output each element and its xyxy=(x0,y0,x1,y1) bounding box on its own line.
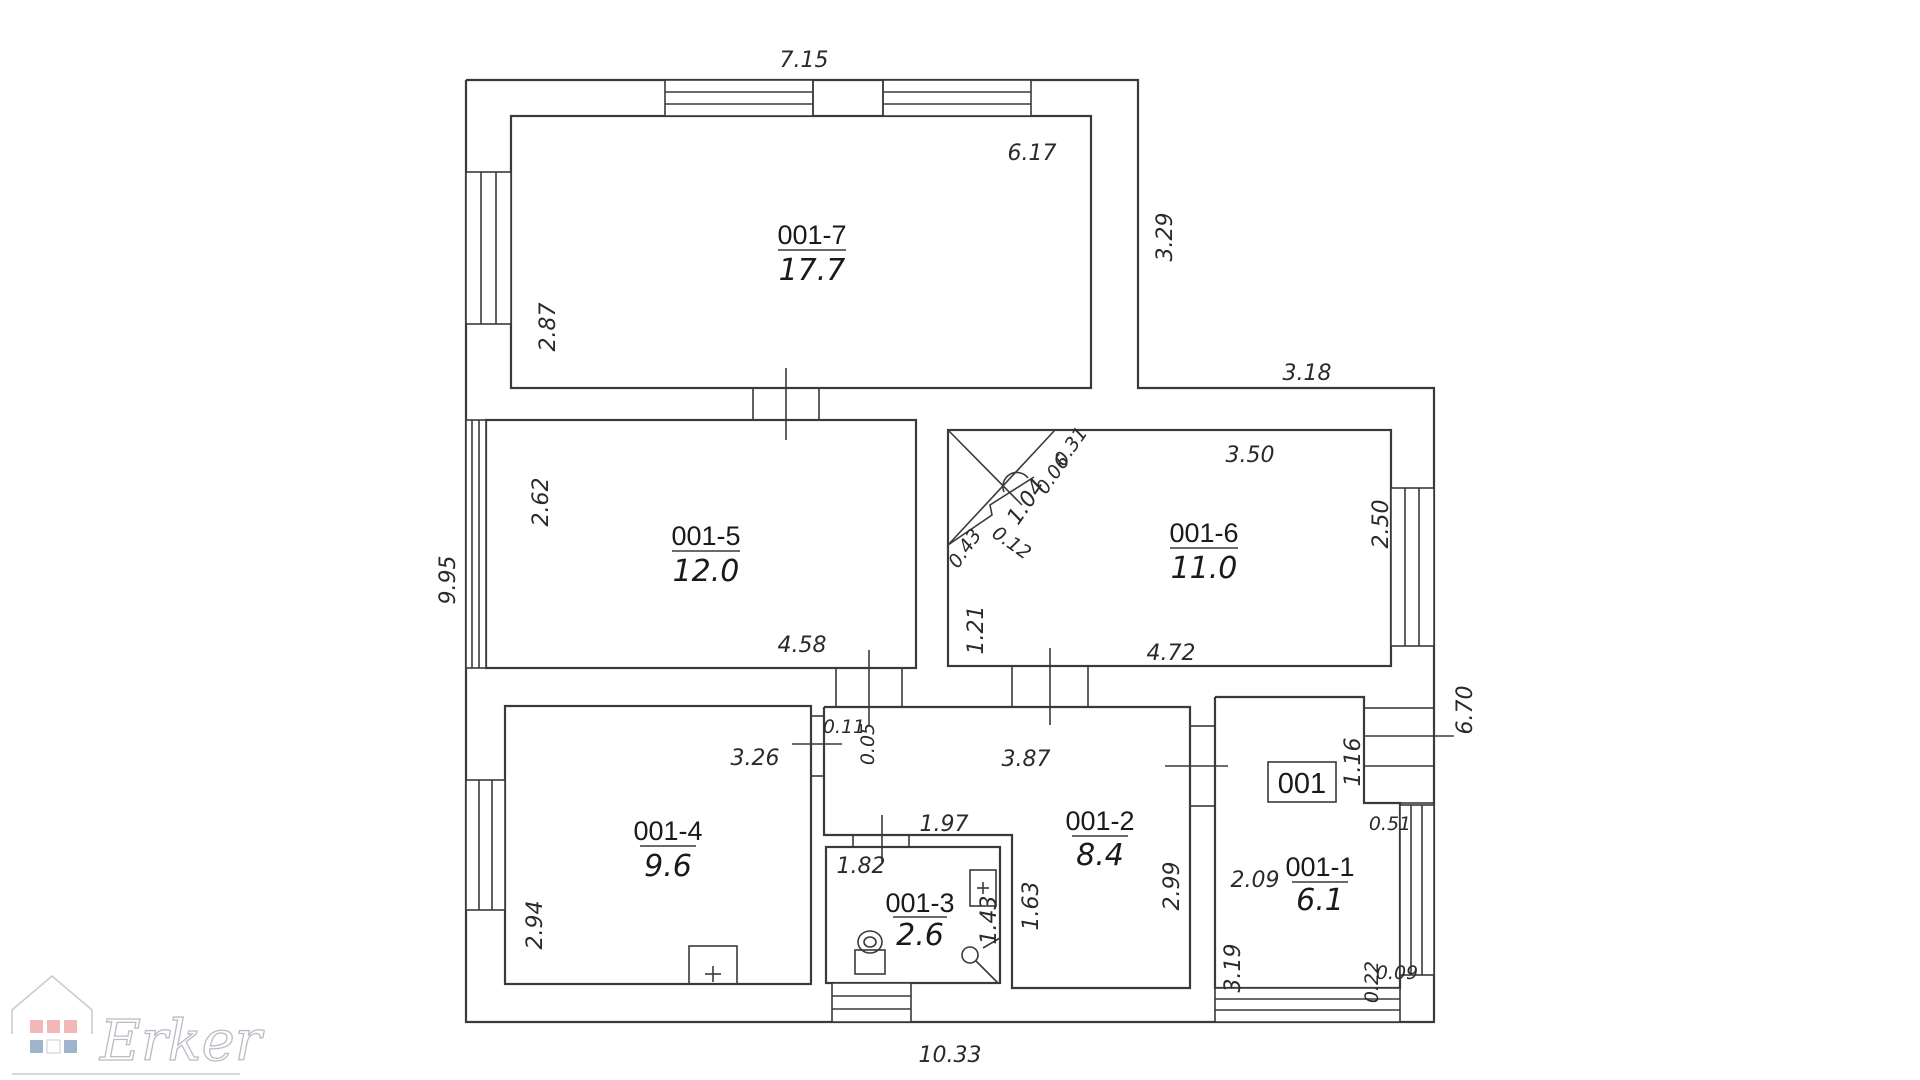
doors xyxy=(752,368,1454,862)
fixtures xyxy=(688,761,1337,985)
room-001-3-outline xyxy=(824,845,1002,985)
window-bottom-room1 xyxy=(1214,987,1401,1023)
dim-top-total: 7.15 xyxy=(780,48,829,73)
room-001-5-id: 001-5 xyxy=(671,521,740,551)
dim-r1-step-height: 1.16 xyxy=(1341,738,1366,787)
dim-r3-width: 1.82 xyxy=(837,854,886,879)
room-outlines xyxy=(484,114,1402,990)
room-001-5-area: 12.0 xyxy=(673,554,740,589)
room-001-7-id: 001-7 xyxy=(777,220,846,250)
room-001-2-area: 8.4 xyxy=(1076,838,1124,873)
room-001-1: 001-1 6.1 xyxy=(1285,852,1354,918)
outer-walls xyxy=(464,78,1436,1024)
dimensions-horizontal: 7.15 10.33 3.18 6.17 4.58 3.50 4.72 3.26… xyxy=(731,48,1419,1068)
window-bottom-bathroom xyxy=(831,982,912,1023)
room-001-5: 001-5 12.0 xyxy=(671,521,740,589)
room-001-7-area: 17.7 xyxy=(779,253,846,288)
dim-bottom-total: 10.33 xyxy=(919,1043,982,1068)
entrance-door-001-1 xyxy=(1363,707,1454,804)
door-001-4-001-2 xyxy=(792,715,842,777)
room-001-3: 001-3 2.6 xyxy=(885,888,954,953)
room-001-1-id: 001-1 xyxy=(1285,852,1354,882)
dim-r2-height: 2.99 xyxy=(1160,862,1185,911)
dim-r1-height: 3.19 xyxy=(1221,944,1246,993)
dim-r4-width: 3.26 xyxy=(731,746,780,771)
dim-r6-width-bottom: 4.72 xyxy=(1147,641,1196,666)
dim-right-upper: 3.29 xyxy=(1153,213,1178,262)
dim-r7-height: 2.87 xyxy=(536,303,561,352)
room-001-7: 001-7 17.7 xyxy=(777,220,846,288)
dim-r2-inner-height: 1.63 xyxy=(1019,882,1044,931)
watermark-text: Erker xyxy=(99,1009,265,1074)
dim-r1-corner-b: 0.09 xyxy=(1376,962,1418,984)
unit-label-frame xyxy=(1267,761,1337,803)
dim-r2-gap-b: 0.05 xyxy=(857,723,879,765)
dim-r4-height: 2.94 xyxy=(523,901,548,950)
dim-r6-height: 2.50 xyxy=(1369,500,1394,549)
room-001-3-id: 001-3 xyxy=(885,888,954,918)
room-001-7-outline xyxy=(509,114,1093,390)
door-001-2-001-1 xyxy=(1165,725,1228,807)
windows xyxy=(465,79,1435,1023)
dim-r2-width: 3.87 xyxy=(1002,747,1051,772)
corner-stove-001-6 xyxy=(947,429,1056,546)
dim-r5-width: 4.58 xyxy=(778,633,827,658)
dim-r3-height: 1.43 xyxy=(977,896,1002,945)
room-labels: 001-7 17.7 001-5 12.0 001-6 11.0 001-4 9… xyxy=(633,220,1354,953)
door-001-7-001-5 xyxy=(752,368,820,440)
shower-icon xyxy=(961,937,1001,984)
door-001-6-001-2 xyxy=(1011,648,1089,725)
room-001-2-id: 001-2 xyxy=(1065,806,1134,836)
dimensions-vertical: 9.95 3.29 6.70 2.87 2.62 2.50 1.21 2.94 … xyxy=(436,213,1478,1004)
room-001-6-area: 11.0 xyxy=(1171,551,1238,586)
room-001-6: 001-6 11.0 xyxy=(1169,518,1238,586)
dim-r6-width-top: 3.50 xyxy=(1226,443,1275,468)
dim-step-width: 3.18 xyxy=(1283,361,1332,386)
dim-r2-inner-width: 1.97 xyxy=(920,812,969,837)
room-001-4: 001-4 9.6 xyxy=(633,816,702,884)
dim-r7-width: 6.17 xyxy=(1008,141,1057,166)
room-001-4-id: 001-4 xyxy=(633,816,702,846)
unit-label: 001 xyxy=(1278,768,1326,800)
room-001-1-area: 6.1 xyxy=(1296,883,1344,918)
dim-r6-left-seg: 1.21 xyxy=(964,606,989,655)
stove-001-4-icon xyxy=(688,945,738,985)
window-right-room6 xyxy=(1390,487,1435,647)
door-001-5-001-2 xyxy=(835,650,903,725)
dimensions-diagonal: 0.31 0.06 1.04 0.43 0.12 xyxy=(944,423,1092,572)
dim-right-lower: 6.70 xyxy=(1453,686,1478,735)
room-001-6-id: 001-6 xyxy=(1169,518,1238,548)
room-001-2-outline xyxy=(822,705,1192,990)
dim-left-total: 9.95 xyxy=(436,556,461,605)
window-top-left xyxy=(664,79,814,117)
watermark: Erker xyxy=(11,974,265,1075)
window-left-lower xyxy=(465,779,506,911)
door-001-2-001-3 xyxy=(852,815,910,862)
window-left-upper xyxy=(465,171,512,325)
window-top-right xyxy=(882,79,1032,117)
room-001-2: 001-2 8.4 xyxy=(1065,806,1134,873)
dim-r6-corner-d: 0.43 xyxy=(944,525,986,572)
dim-r6-corner-e: 0.12 xyxy=(988,522,1035,564)
dim-r1-corner-a: 0.22 xyxy=(1361,961,1383,1003)
dim-r1-step-width: 0.51 xyxy=(1369,813,1411,835)
room-001-4-area: 9.6 xyxy=(644,849,692,884)
dim-r5-height: 2.62 xyxy=(529,478,554,527)
window-right-room1 xyxy=(1399,804,1435,976)
window-left-middle xyxy=(465,419,487,669)
dim-r1-width: 2.09 xyxy=(1231,868,1280,893)
room-001-3-area: 2.6 xyxy=(896,918,944,953)
watermark-logo-icon xyxy=(30,1020,77,1054)
dim-r2-gap-a: 0.11 xyxy=(823,716,865,738)
heater-001-3-icon xyxy=(969,869,997,907)
toilet-icon xyxy=(854,930,886,975)
